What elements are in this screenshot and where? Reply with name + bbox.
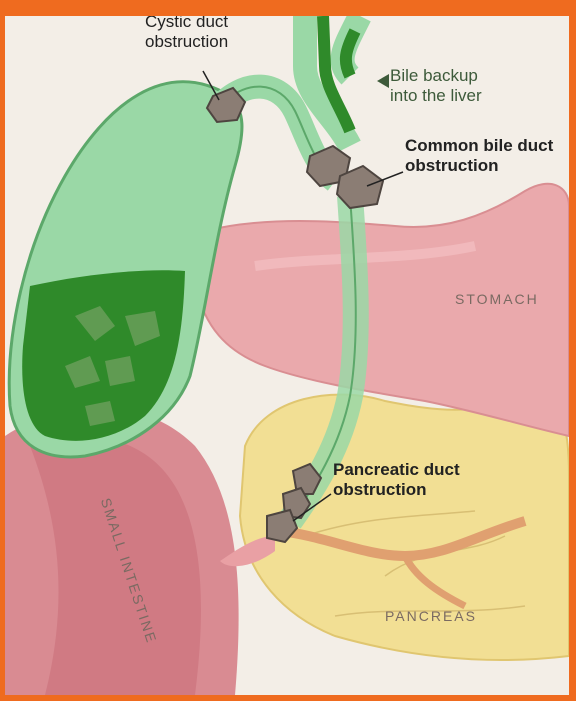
label-pancduct-line2: obstruction xyxy=(333,480,460,500)
label-cystic-line1: Cystic duct xyxy=(145,16,228,32)
label-stomach: STOMACH xyxy=(455,291,539,307)
label-cystic-duct: Cystic duct obstruction xyxy=(145,16,228,52)
label-pancreas: PANCREAS xyxy=(385,608,477,624)
label-common-bile-duct: Common bile duct obstruction xyxy=(405,136,553,176)
label-bile-line1: Bile backup xyxy=(390,66,482,86)
label-common-line2: obstruction xyxy=(405,156,553,176)
label-bile-line2: into the liver xyxy=(390,86,482,106)
label-pancduct-line1: Pancreatic duct xyxy=(333,460,460,480)
label-bile-backup: Bile backup into the liver xyxy=(390,66,482,106)
label-pancreatic-duct: Pancreatic duct obstruction xyxy=(333,460,460,500)
label-common-line1: Common bile duct xyxy=(405,136,553,156)
label-cystic-line2: obstruction xyxy=(145,32,228,52)
anatomy-illustration xyxy=(5,16,569,695)
diagram-frame: Cystic duct obstruction Bile backup into… xyxy=(5,16,569,695)
